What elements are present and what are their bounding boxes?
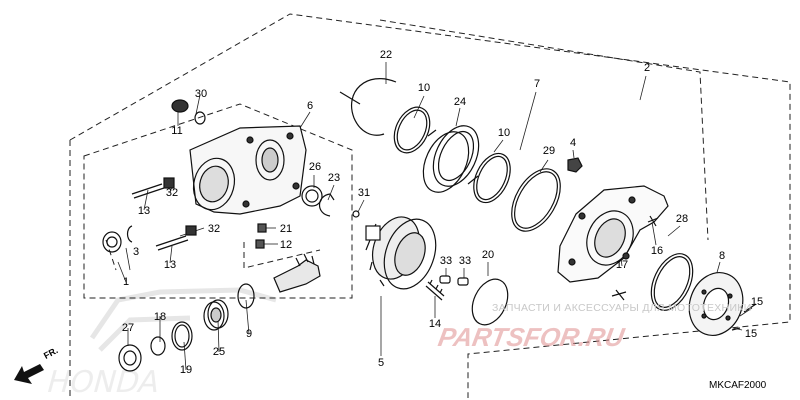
callout-13: 13: [137, 205, 151, 217]
callout-16: 16: [650, 245, 664, 257]
part-16-bolt: [647, 215, 659, 227]
callout-9: 9: [245, 328, 253, 340]
svg-text:PARTSFOR.RU: PARTSFOR.RU: [436, 322, 628, 352]
pinion-shaft: [273, 253, 321, 293]
callout-21: 21: [279, 223, 293, 235]
part-31-washer: [352, 210, 360, 218]
part-33-pin-b: [457, 277, 469, 286]
part-13-stud-a: [131, 183, 165, 199]
front-direction-arrow-icon: [14, 364, 44, 384]
part-10-o-ring-a: [393, 106, 431, 154]
part-13-stud-b: [155, 235, 189, 251]
callout-29: 29: [542, 145, 556, 157]
part-32-plug-a: [163, 177, 175, 189]
part-14-stud: [425, 279, 445, 301]
callout-11: 11: [171, 125, 183, 137]
part-25-bearing: [207, 299, 229, 329]
callout-10: 10: [497, 127, 511, 139]
part-22-snap-ring: [351, 78, 397, 136]
callout-10: 10: [417, 82, 431, 94]
part-6-case: [189, 125, 307, 215]
part-9-o-ring: [237, 283, 255, 309]
callout-27: 27: [121, 322, 135, 334]
part-28-cover: [557, 185, 669, 283]
part-1-bearing: [102, 231, 122, 253]
callout-31: 31: [357, 187, 371, 199]
callout-30: 30: [194, 88, 208, 100]
callout-8: 8: [718, 250, 726, 262]
callout-4: 4: [569, 137, 577, 149]
callout-5: 5: [377, 357, 385, 369]
part-20-o-ring: [471, 278, 509, 326]
callout-3: 3: [132, 246, 140, 258]
part-5-gear: [365, 216, 437, 290]
callout-23: 23: [327, 172, 341, 184]
honda-watermark: HONDA: [43, 287, 277, 400]
part-29-ring: [511, 168, 561, 232]
callout-19: 19: [179, 364, 193, 376]
callout-1: 1: [122, 276, 130, 288]
part-18-ring: [150, 336, 166, 356]
callout-33: 33: [458, 255, 472, 267]
part-19-ring: [171, 321, 193, 351]
callout-28: 28: [675, 213, 689, 225]
part-24-collar: [422, 125, 480, 193]
callout-24: 24: [453, 96, 467, 108]
part-3-snap-ring: [126, 225, 133, 243]
part-10-o-ring-b: [473, 152, 511, 204]
callout-22: 22: [379, 49, 393, 61]
callout-25: 25: [212, 346, 226, 358]
part-26-bearing: [301, 185, 323, 207]
part-12-seal: [255, 239, 265, 249]
callout-20: 20: [481, 249, 495, 261]
callout-32: 32: [165, 187, 179, 199]
callout-17: 17: [615, 259, 629, 271]
part-33-pin-a: [439, 275, 451, 284]
svg-text:HONDA: HONDA: [43, 365, 164, 399]
assembly-boundary-lines: [69, 13, 791, 398]
part-15-plate: [688, 272, 744, 336]
part-8-o-ring: [650, 253, 694, 311]
callout-15: 15: [744, 328, 758, 340]
site-watermark-text: ЗАПЧАСТИ И АКСЕССУАРЫ ДЛЯ МОТОТЕХНИКИ: [492, 302, 752, 314]
callout-15: 15: [750, 296, 764, 308]
part-4-nut: [567, 157, 583, 173]
callout-12: 12: [279, 239, 293, 251]
callout-7: 7: [533, 78, 541, 90]
callout-18: 18: [153, 311, 167, 323]
callout-26: 26: [308, 161, 322, 173]
callout-32: 32: [207, 223, 221, 235]
part-11-plug: [171, 99, 189, 113]
drawing-code: MKCAF2000: [709, 380, 767, 391]
callout-13: 13: [163, 259, 177, 271]
part-27-seal: [118, 344, 142, 372]
parts-drawings: [102, 78, 757, 372]
part-30-washer: [194, 111, 206, 125]
callout-14: 14: [428, 318, 442, 330]
partsfor-logo: PARTSFOR.RU: [436, 322, 628, 352]
callout-2: 2: [643, 62, 651, 74]
part-23-snap-ring: [318, 193, 335, 217]
part-32-plug-b: [185, 225, 197, 236]
callout-6: 6: [306, 100, 314, 112]
callout-33: 33: [439, 255, 453, 267]
part-21-collar: [257, 223, 267, 233]
part-17-bolt: [611, 289, 627, 301]
